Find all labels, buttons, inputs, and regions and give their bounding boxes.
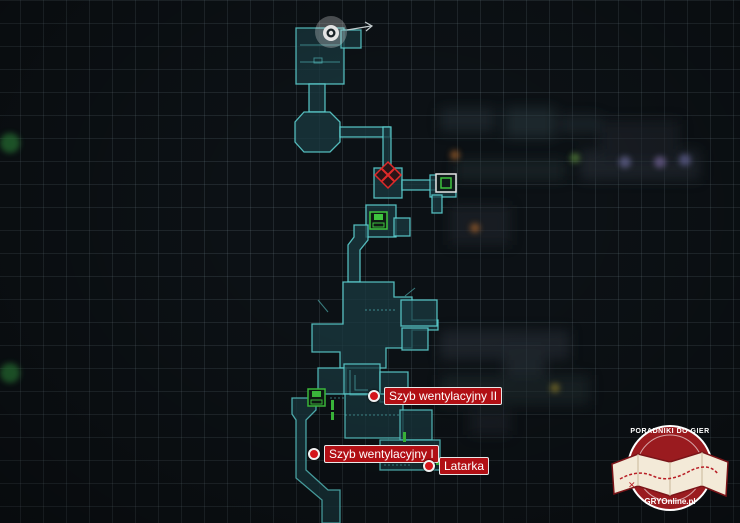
corridor-long (347, 224, 369, 283)
corridor-5 (431, 194, 443, 214)
marker-dot-icon[interactable] (423, 460, 435, 472)
svg-text:✕: ✕ (628, 481, 636, 491)
player-location-icon (315, 16, 374, 48)
marker-ventilation-shaft-1[interactable]: Szyb wentylacyjny I (308, 445, 439, 463)
hub-east (400, 299, 438, 327)
watermark-bottom-text: GRYOnline.pl (644, 497, 696, 506)
watermark-top-text: PORADNIKI DO GIER (630, 428, 710, 435)
marker-dot-icon[interactable] (308, 448, 320, 460)
computer-terminal-icon (435, 173, 457, 193)
locked-door-icon (373, 160, 403, 190)
marker-dot-icon[interactable] (368, 390, 380, 402)
corridor-west (291, 397, 341, 523)
marker-label[interactable]: Szyb wentylacyjny I (324, 445, 439, 463)
save-station-icon (369, 211, 388, 230)
guide-badge-icon: ✕ (611, 425, 729, 511)
marker-flashlight[interactable]: Latarka (423, 457, 490, 475)
corridor-1 (308, 83, 326, 113)
marker-ventilation-shaft-2[interactable]: Szyb wentylacyjny II (368, 387, 503, 405)
hub-east-low (401, 327, 429, 351)
marker-label[interactable]: Latarka (439, 457, 490, 475)
gryonline-watermark: ✕ PORADNIKI DO GIER GRYOnline.pl (608, 424, 732, 516)
room-save-annex (393, 217, 411, 237)
marker-label[interactable]: Szyb wentylacyjny II (384, 387, 503, 405)
room-top-annex (340, 29, 362, 49)
save-station-icon-2 (307, 388, 326, 407)
room-octagon (294, 111, 341, 153)
